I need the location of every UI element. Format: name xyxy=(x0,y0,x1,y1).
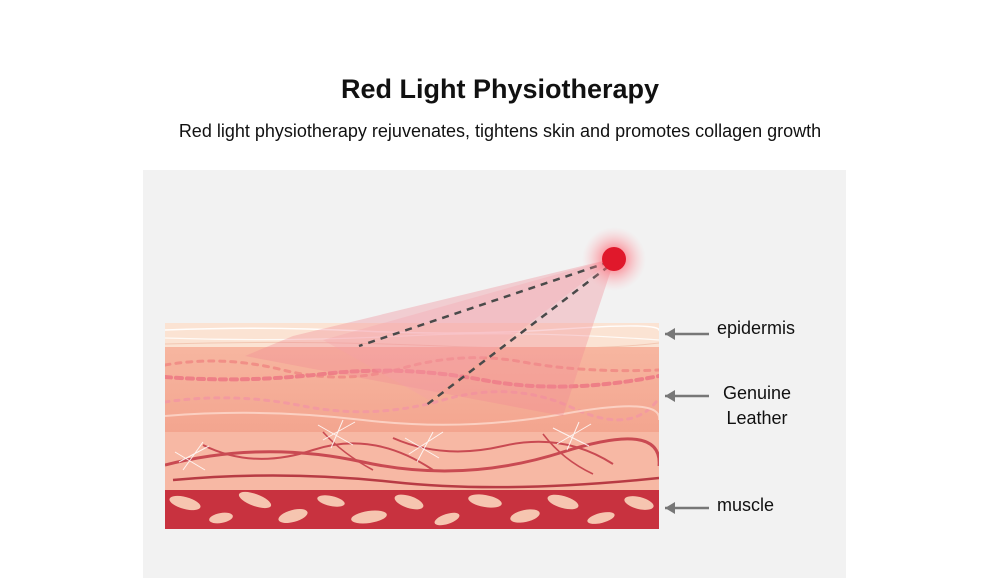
label-muscle: muscle xyxy=(717,495,775,515)
subcutaneous-layer xyxy=(165,432,659,490)
skin-layers xyxy=(165,323,659,529)
label-genuine-leather: Genuine Leather xyxy=(717,381,797,431)
page-subtitle: Red light physiotherapy rejuvenates, tig… xyxy=(178,121,822,141)
light-beam xyxy=(245,258,615,416)
skin-cross-section-diagram xyxy=(165,227,709,529)
red-light-source xyxy=(602,247,626,271)
skin-diagram-panel: epidermis Genuine Leather muscle xyxy=(143,170,846,578)
label-epidermis: epidermis xyxy=(717,318,796,338)
page-title: Red Light Physiotherapy xyxy=(340,74,660,104)
dermis-layer xyxy=(165,347,659,432)
label-genuine-line1: Genuine xyxy=(722,383,792,403)
layer-arrows xyxy=(665,328,709,514)
label-genuine-line2: Leather xyxy=(726,408,788,428)
beam-ray-shallow xyxy=(358,260,610,348)
